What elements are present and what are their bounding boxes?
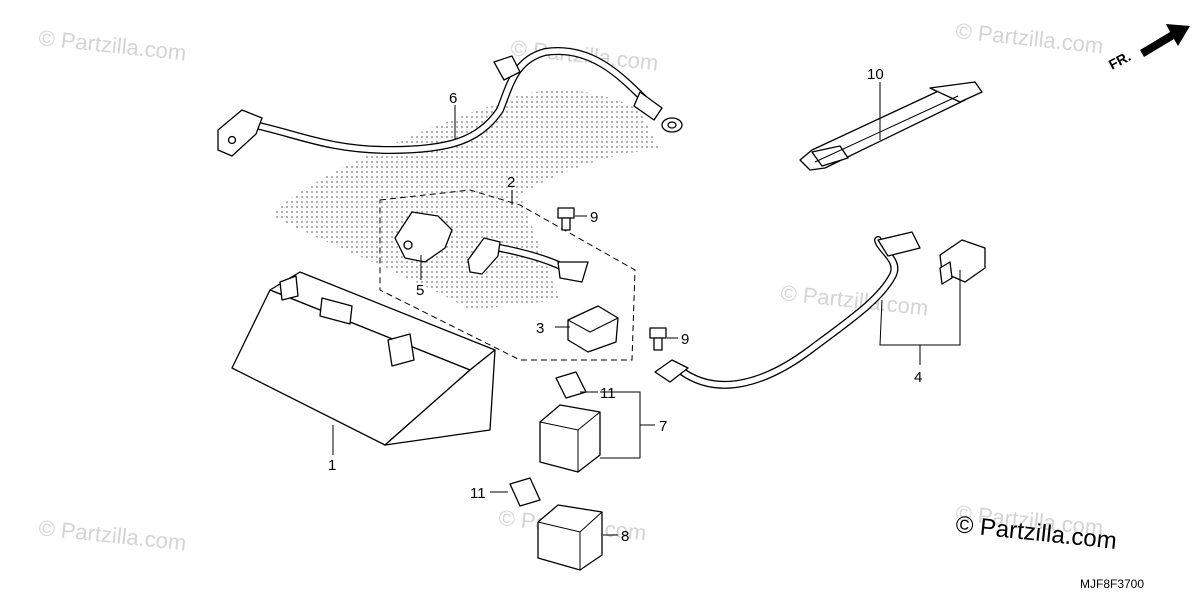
callout-9-lower: 9 bbox=[681, 331, 689, 348]
stipple-logo-shape bbox=[270, 90, 660, 310]
callout-1: 1 bbox=[328, 457, 336, 474]
bolt-lower bbox=[649, 327, 667, 351]
fuse-upper bbox=[555, 371, 587, 399]
terminal-cover bbox=[394, 211, 453, 263]
callout-3: 3 bbox=[536, 320, 544, 337]
watermark: © Partzilla.com bbox=[37, 515, 187, 555]
front-direction-indicator: FR. bbox=[1106, 24, 1190, 73]
starter-relay bbox=[539, 404, 601, 473]
callout-11-upper: 11 bbox=[600, 385, 616, 402]
watermark: © Partzilla.com bbox=[954, 18, 1104, 58]
front-arrow-icon bbox=[1140, 24, 1190, 57]
watermark: © Partzilla.com bbox=[37, 25, 187, 65]
battery bbox=[231, 271, 496, 446]
callout-11-lower: 11 bbox=[470, 485, 486, 502]
front-label: FR. bbox=[1106, 48, 1133, 73]
terminal-cap bbox=[567, 305, 619, 353]
relay-cover bbox=[537, 504, 603, 571]
leader-lines bbox=[332, 82, 961, 536]
battery-cable-upper bbox=[217, 46, 683, 157]
callout-7: 7 bbox=[659, 418, 667, 435]
callout-4: 4 bbox=[914, 369, 922, 386]
diagram-code: MJF8F3700 bbox=[1080, 577, 1144, 591]
battery-cable-lower bbox=[654, 231, 986, 389]
callout-8: 8 bbox=[621, 528, 629, 545]
sub-cable bbox=[467, 237, 589, 283]
battery-band bbox=[799, 81, 983, 171]
callout-5: 5 bbox=[416, 282, 424, 299]
callout-2: 2 bbox=[507, 174, 515, 191]
bolt-upper bbox=[557, 207, 575, 231]
callout-10: 10 bbox=[867, 66, 884, 83]
fuse-lower bbox=[509, 477, 541, 507]
callout-6: 6 bbox=[449, 90, 457, 107]
callout-9-upper: 9 bbox=[590, 209, 598, 226]
